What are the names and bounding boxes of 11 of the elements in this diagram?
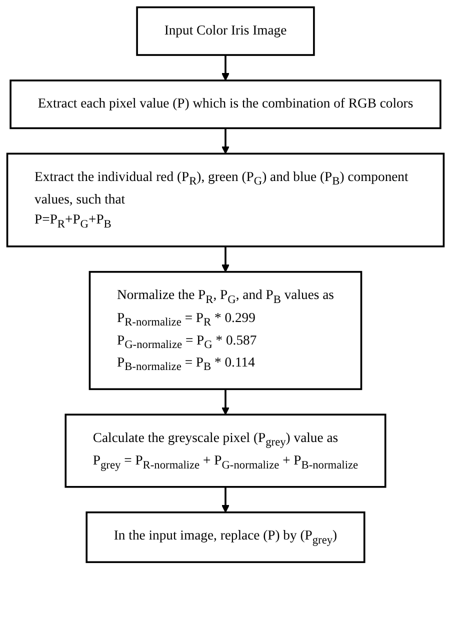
arrow <box>222 55 230 81</box>
node-box: Input Color Iris Image <box>136 6 315 56</box>
node-box: Calculate the greyscale pixel (P$_{grey}$) value as P$_{grey}$ = P$_{R-normalize}$ + P$_{G-normalize}$ + P$_{B-normalize}$ <box>64 414 386 488</box>
node-box: In the input image, replace (P) by (P$_{grey}$) <box>86 511 366 564</box>
node-box: Extract each pixel value (P) which is the combination of RGB colors <box>10 80 442 130</box>
node-box: Normalize the P$_{R}$, P$_{G}$, and P$_{B}$ values as P$_{R-normalize}$ = P$_{R}$ * 0.299 P$_{G-normalize}$ = P$_{G}$ * 0.587 P$_{B-normalize}$ = P$_{B}$ * 0.114 <box>88 270 362 390</box>
arrow <box>222 128 230 154</box>
node-box: Extract the individual red (P$_{R}$), green (P$_{G}$) and blue (P$_{B}$) component values, such that P=P$_{R}$+P$_{G}$+P$_{B}$ <box>6 152 445 248</box>
arrow <box>222 246 230 272</box>
arrow <box>222 486 230 513</box>
arrow <box>222 389 230 415</box>
